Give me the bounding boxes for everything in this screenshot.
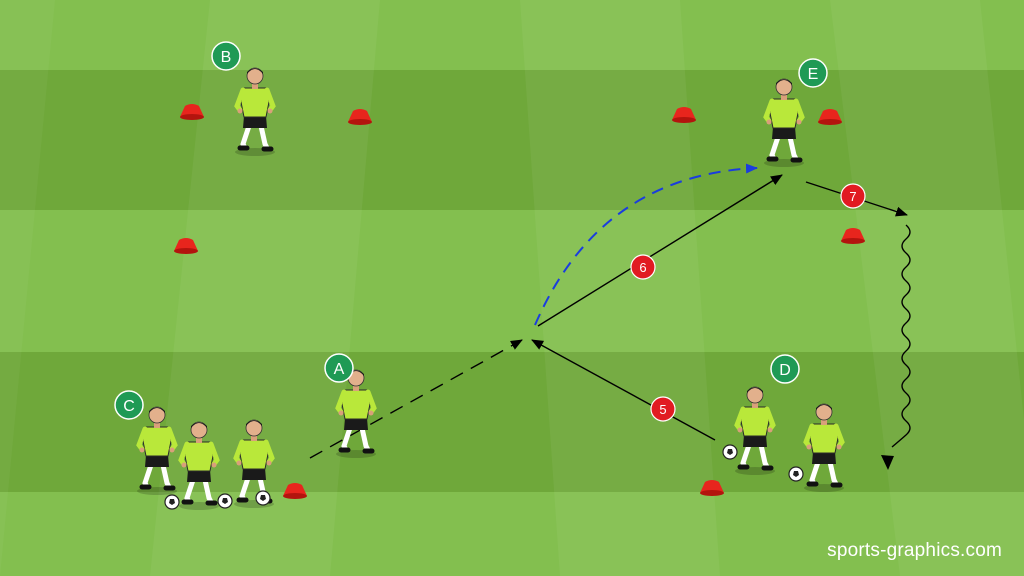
svg-text:D: D [779,362,791,379]
svg-text:C: C [123,398,135,415]
dribble-path [891,224,911,448]
label-d: D [770,354,800,384]
pass-arrow-5 [531,339,716,441]
label-b: B [211,41,241,71]
svg-text:E: E [808,66,819,83]
step-7: 7 [840,183,866,209]
label-e: E [798,58,828,88]
ball-icon [722,444,738,460]
label-c: C [114,390,144,420]
run-arrow-blue [534,163,758,326]
step-6: 6 [630,254,656,280]
watermark: sports-graphics.com [827,540,1002,561]
svg-text:7: 7 [849,189,856,204]
run-path-a [309,339,523,459]
step-5: 5 [650,396,676,422]
player-labels: B E A C D [114,41,828,420]
step-labels: 5 6 7 [630,183,866,422]
svg-text:B: B [221,49,232,66]
svg-text:6: 6 [639,260,646,275]
ball-icon [788,466,804,482]
dribble-arrowhead [881,455,894,470]
label-a: A [324,353,354,383]
ball-icon [217,493,233,509]
pass-arrow-6 [537,174,783,327]
svg-text:5: 5 [659,402,666,417]
svg-text:A: A [334,361,345,378]
ball-icon [255,490,271,506]
ball-icon [164,494,180,510]
